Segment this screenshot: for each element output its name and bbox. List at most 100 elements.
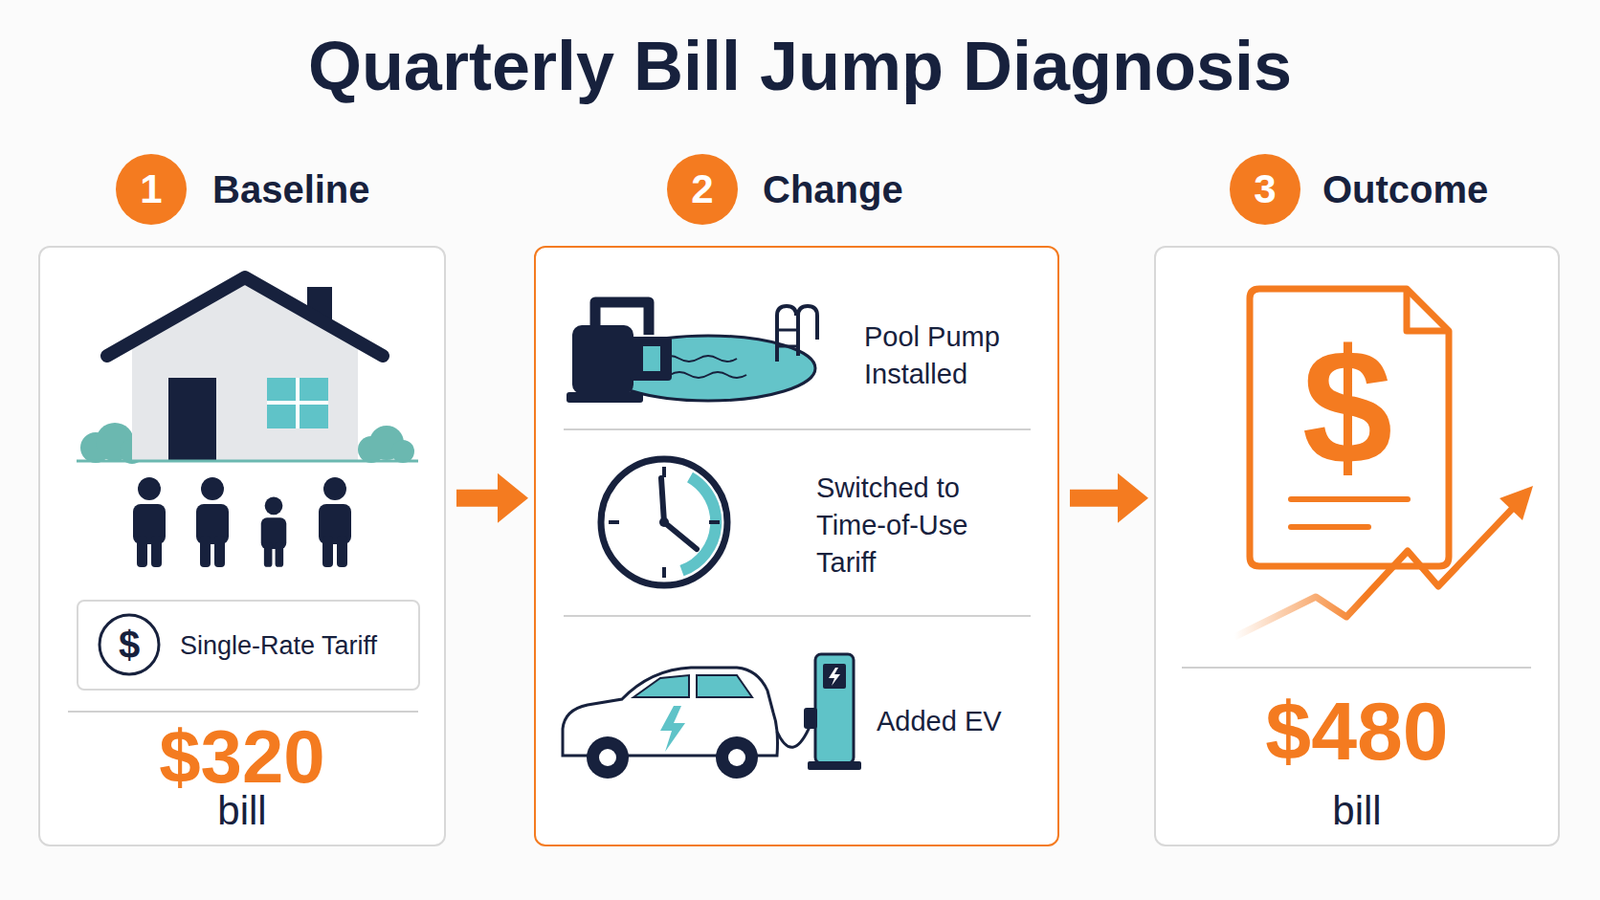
- tariff-label: Single-Rate Tariff: [179, 629, 378, 663]
- charger-nozzle: [803, 708, 818, 730]
- car-body: [562, 667, 778, 756]
- car-hub: [599, 749, 617, 767]
- document-outline: [1249, 288, 1449, 567]
- pump-pipe: [595, 302, 649, 335]
- window-frame: [295, 377, 300, 429]
- chimney: [307, 287, 333, 334]
- bill-caption: bill: [1155, 787, 1558, 836]
- door: [168, 377, 217, 462]
- step-number: 1: [139, 166, 162, 213]
- person-leg: [336, 535, 348, 568]
- baseline-panel: Baseline$320billSingle-Rate Tariff: [38, 245, 446, 847]
- charger-screen: [822, 664, 846, 689]
- clock-tick: [662, 567, 667, 578]
- bill-amount: $480: [1155, 683, 1558, 779]
- pump-gauge: [643, 346, 661, 372]
- pool-ladder: [777, 345, 799, 349]
- pump-base: [566, 392, 644, 403]
- tariff-box: Single-Rate Tariff: [76, 600, 421, 691]
- roof: [107, 277, 383, 356]
- bush: [357, 436, 385, 464]
- car-wheel: [586, 736, 629, 779]
- change-panel: ChangePool Pump InstalledSwitched to Tim…: [533, 245, 1060, 847]
- tariff-icon: [99, 615, 159, 675]
- person-leg: [322, 535, 334, 568]
- divider-line: [1181, 666, 1532, 669]
- flow-arrow: [456, 473, 529, 524]
- pump-body: [572, 325, 634, 395]
- person-head: [200, 477, 224, 501]
- step-number-circle: 3: [1229, 154, 1301, 225]
- pool: [600, 335, 816, 401]
- ground-line: [76, 460, 419, 464]
- change-item: Pool Pump Installed: [564, 279, 1033, 432]
- clock-tick: [709, 520, 720, 525]
- change-item: Added EV: [564, 618, 1033, 825]
- person-body: [133, 504, 166, 545]
- document-fold: [1406, 288, 1449, 332]
- person-figure: [196, 477, 229, 568]
- clock-hand: [661, 478, 665, 523]
- pool-ladder: [777, 329, 799, 333]
- car-window: [633, 675, 689, 698]
- clock-face: [600, 459, 728, 586]
- people-illustration: [133, 477, 352, 568]
- document-line: [1290, 496, 1408, 503]
- bush: [119, 439, 145, 465]
- person-head: [137, 477, 161, 501]
- window: [266, 377, 329, 429]
- person-leg: [264, 542, 273, 568]
- step-number-circle: 2: [666, 154, 738, 225]
- change-label: Pool Pump Installed: [864, 318, 1032, 394]
- person-leg: [200, 535, 211, 568]
- step-heading: Outcome: [1322, 166, 1489, 213]
- divider-line: [563, 615, 1031, 618]
- charger-base: [807, 761, 862, 771]
- clock-tick: [608, 520, 620, 525]
- person-body: [196, 504, 229, 545]
- lightning-symbol: [828, 667, 841, 687]
- change-item: Switched to Time-of-Use Tariff: [564, 431, 1033, 619]
- person-leg: [136, 535, 148, 568]
- charger-post: [815, 654, 854, 764]
- trend-arrowhead: [1499, 486, 1534, 521]
- bill-caption: bill: [40, 787, 445, 836]
- charge-cable: [777, 727, 810, 748]
- person-leg: [214, 535, 225, 568]
- clock-center: [659, 517, 669, 528]
- ev-illustration: [562, 654, 862, 779]
- step-heading: Change: [762, 166, 904, 213]
- dollar-symbol: $: [100, 621, 158, 669]
- clock-arc: [682, 477, 717, 572]
- pump-motor: [629, 336, 672, 381]
- outcome-panel: Outcome$480bill: [1154, 245, 1560, 847]
- step-number: 2: [690, 166, 713, 213]
- step-number-circle: 1: [115, 154, 187, 225]
- person-head: [323, 477, 347, 501]
- clock-tick: [662, 466, 667, 478]
- water-wave: [660, 355, 737, 362]
- clock-hand: [664, 522, 697, 550]
- trend-line: [1234, 505, 1516, 638]
- person-leg: [275, 542, 285, 568]
- water-wave: [669, 372, 747, 378]
- divider-line: [67, 711, 419, 713]
- person-figure: [261, 496, 288, 567]
- step-heading: Baseline: [212, 166, 371, 213]
- car-window: [696, 675, 753, 698]
- pool-ladder: [777, 306, 818, 362]
- bush: [369, 425, 404, 461]
- house-wall: [132, 285, 358, 462]
- dollar-symbol: $: [1266, 320, 1429, 493]
- bush: [80, 432, 112, 464]
- window-frame: [266, 400, 329, 405]
- person-figure: [133, 477, 166, 568]
- change-label: Switched to Time-of-Use Tariff: [816, 468, 1013, 581]
- diagram-title: Quarterly Bill Jump Diagnosis: [0, 18, 1600, 114]
- person-body: [261, 517, 288, 550]
- bush: [391, 440, 415, 464]
